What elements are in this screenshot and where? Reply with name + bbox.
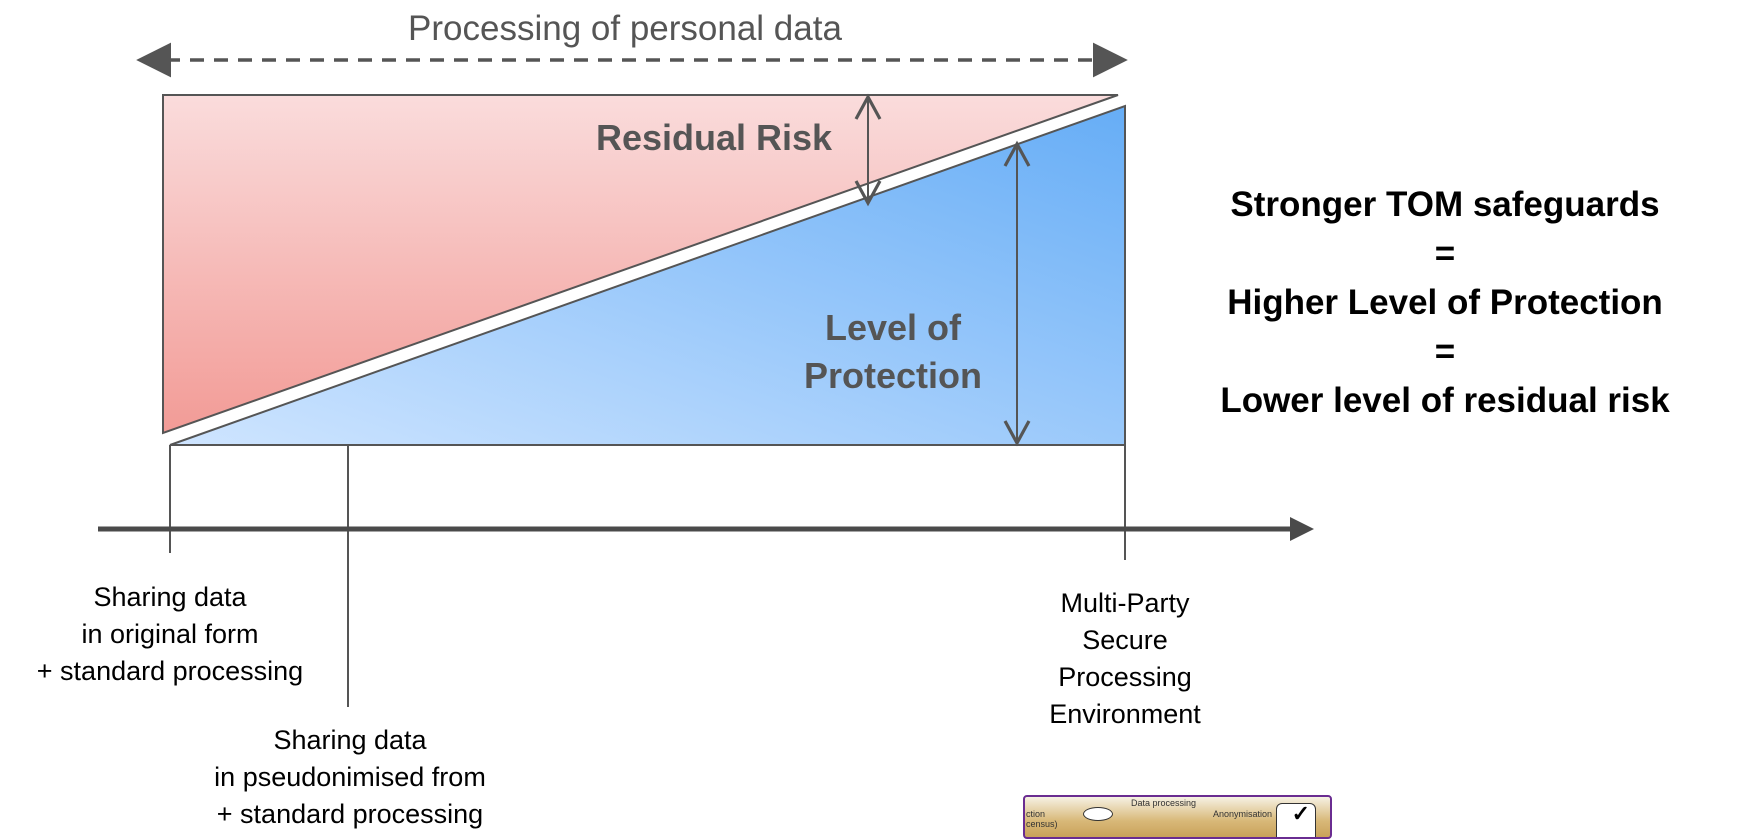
label-pseudonymised-line3: + standard processing [216,799,484,829]
processing-title: Processing of personal data [408,9,842,48]
thumbnail-left-text2: census) [1026,819,1058,829]
label-multi-party-line3: Processing [1058,662,1192,692]
label-original-form: Sharing data in original form + standard… [5,579,335,690]
label-original-line3: + standard processing [36,656,304,686]
label-multi-party: Multi-Party Secure Processing Environmen… [1010,585,1240,733]
level-of-protection-label-line2: Protection [804,355,982,396]
level-of-protection-label-line1: Level of [825,307,962,348]
equation-line2: Higher Level of Protection [1227,283,1663,322]
thumbnail-right-text: Anonymisation [1213,809,1273,819]
label-original-line1: Sharing data [93,582,247,612]
thumbnail-left-text: ction [1026,809,1046,819]
label-pseudonymised-line2: in pseudonimised from [214,762,486,792]
tom-equation: Stronger TOM safeguards = Higher Level o… [1185,180,1705,425]
label-pseudonymised-line1: Sharing data [273,725,427,755]
checkmark-icon: ✓ [1291,801,1310,826]
database-icon [1083,807,1113,821]
thumbnail-title: Data processing [1131,798,1197,808]
label-multi-party-line4: Environment [1049,699,1201,729]
label-pseudonymised: Sharing data in pseudonimised from + sta… [170,722,530,833]
residual-risk-label: Residual Risk [596,117,833,158]
equation-equals1: = [1434,234,1456,273]
equation-line3: Lower level of residual risk [1220,381,1670,420]
label-multi-party-line2: Secure [1082,625,1168,655]
protection-axis-arrowhead [1290,517,1314,541]
label-original-line2: in original form [81,619,259,649]
equation-equals2: = [1434,332,1456,371]
data-processing-thumbnail: Data processing ction census) Anonymisat… [1023,795,1332,839]
label-multi-party-line1: Multi-Party [1060,588,1190,618]
equation-line1: Stronger TOM safeguards [1230,185,1660,224]
level-of-protection-area [169,104,1126,446]
